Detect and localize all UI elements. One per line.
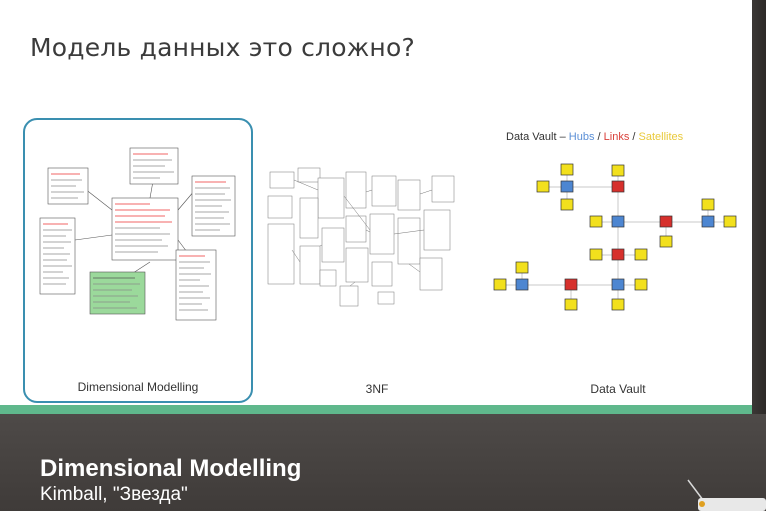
legend-sep-1: / [594,131,604,143]
data-vault-panel: Data Vault [492,118,744,403]
dark-background [0,414,766,511]
screen-edge [752,0,766,420]
data-vault-legend: Data Vault – Hubs / Links / Satellites [506,131,683,143]
legend-links: Links [603,131,630,143]
overlay-subtitle: Kimball, "Звезда" [40,484,188,505]
overlay-title: Dimensional Modelling [40,455,302,482]
dimensional-modelling-caption: Dimensional Modelling [77,380,199,394]
data-vault-diagram [493,163,737,311]
legend-hubs: Hubs [568,131,595,143]
data-vault-caption: Data Vault [590,382,646,396]
dimensional-modelling-panel: Dimensional Modelling [23,118,253,403]
3nf-diagram [267,167,455,307]
slide-bottom-bar [0,405,752,414]
star-schema-text-lines [43,153,231,311]
legend-prefix: Data Vault – [506,131,569,143]
legend-sep-2: / [629,131,639,143]
presentation-slide: Модель данных это сложно? Dimensional Mo… [0,0,752,408]
3nf-caption: 3NF [365,382,389,396]
slide-title: Модель данных это сложно? [30,33,415,62]
legend-satellites: Satellites [638,131,684,143]
3nf-panel: 3NF [264,118,490,403]
corner-logo-icon [687,479,766,511]
diagram-graphics [39,147,737,321]
